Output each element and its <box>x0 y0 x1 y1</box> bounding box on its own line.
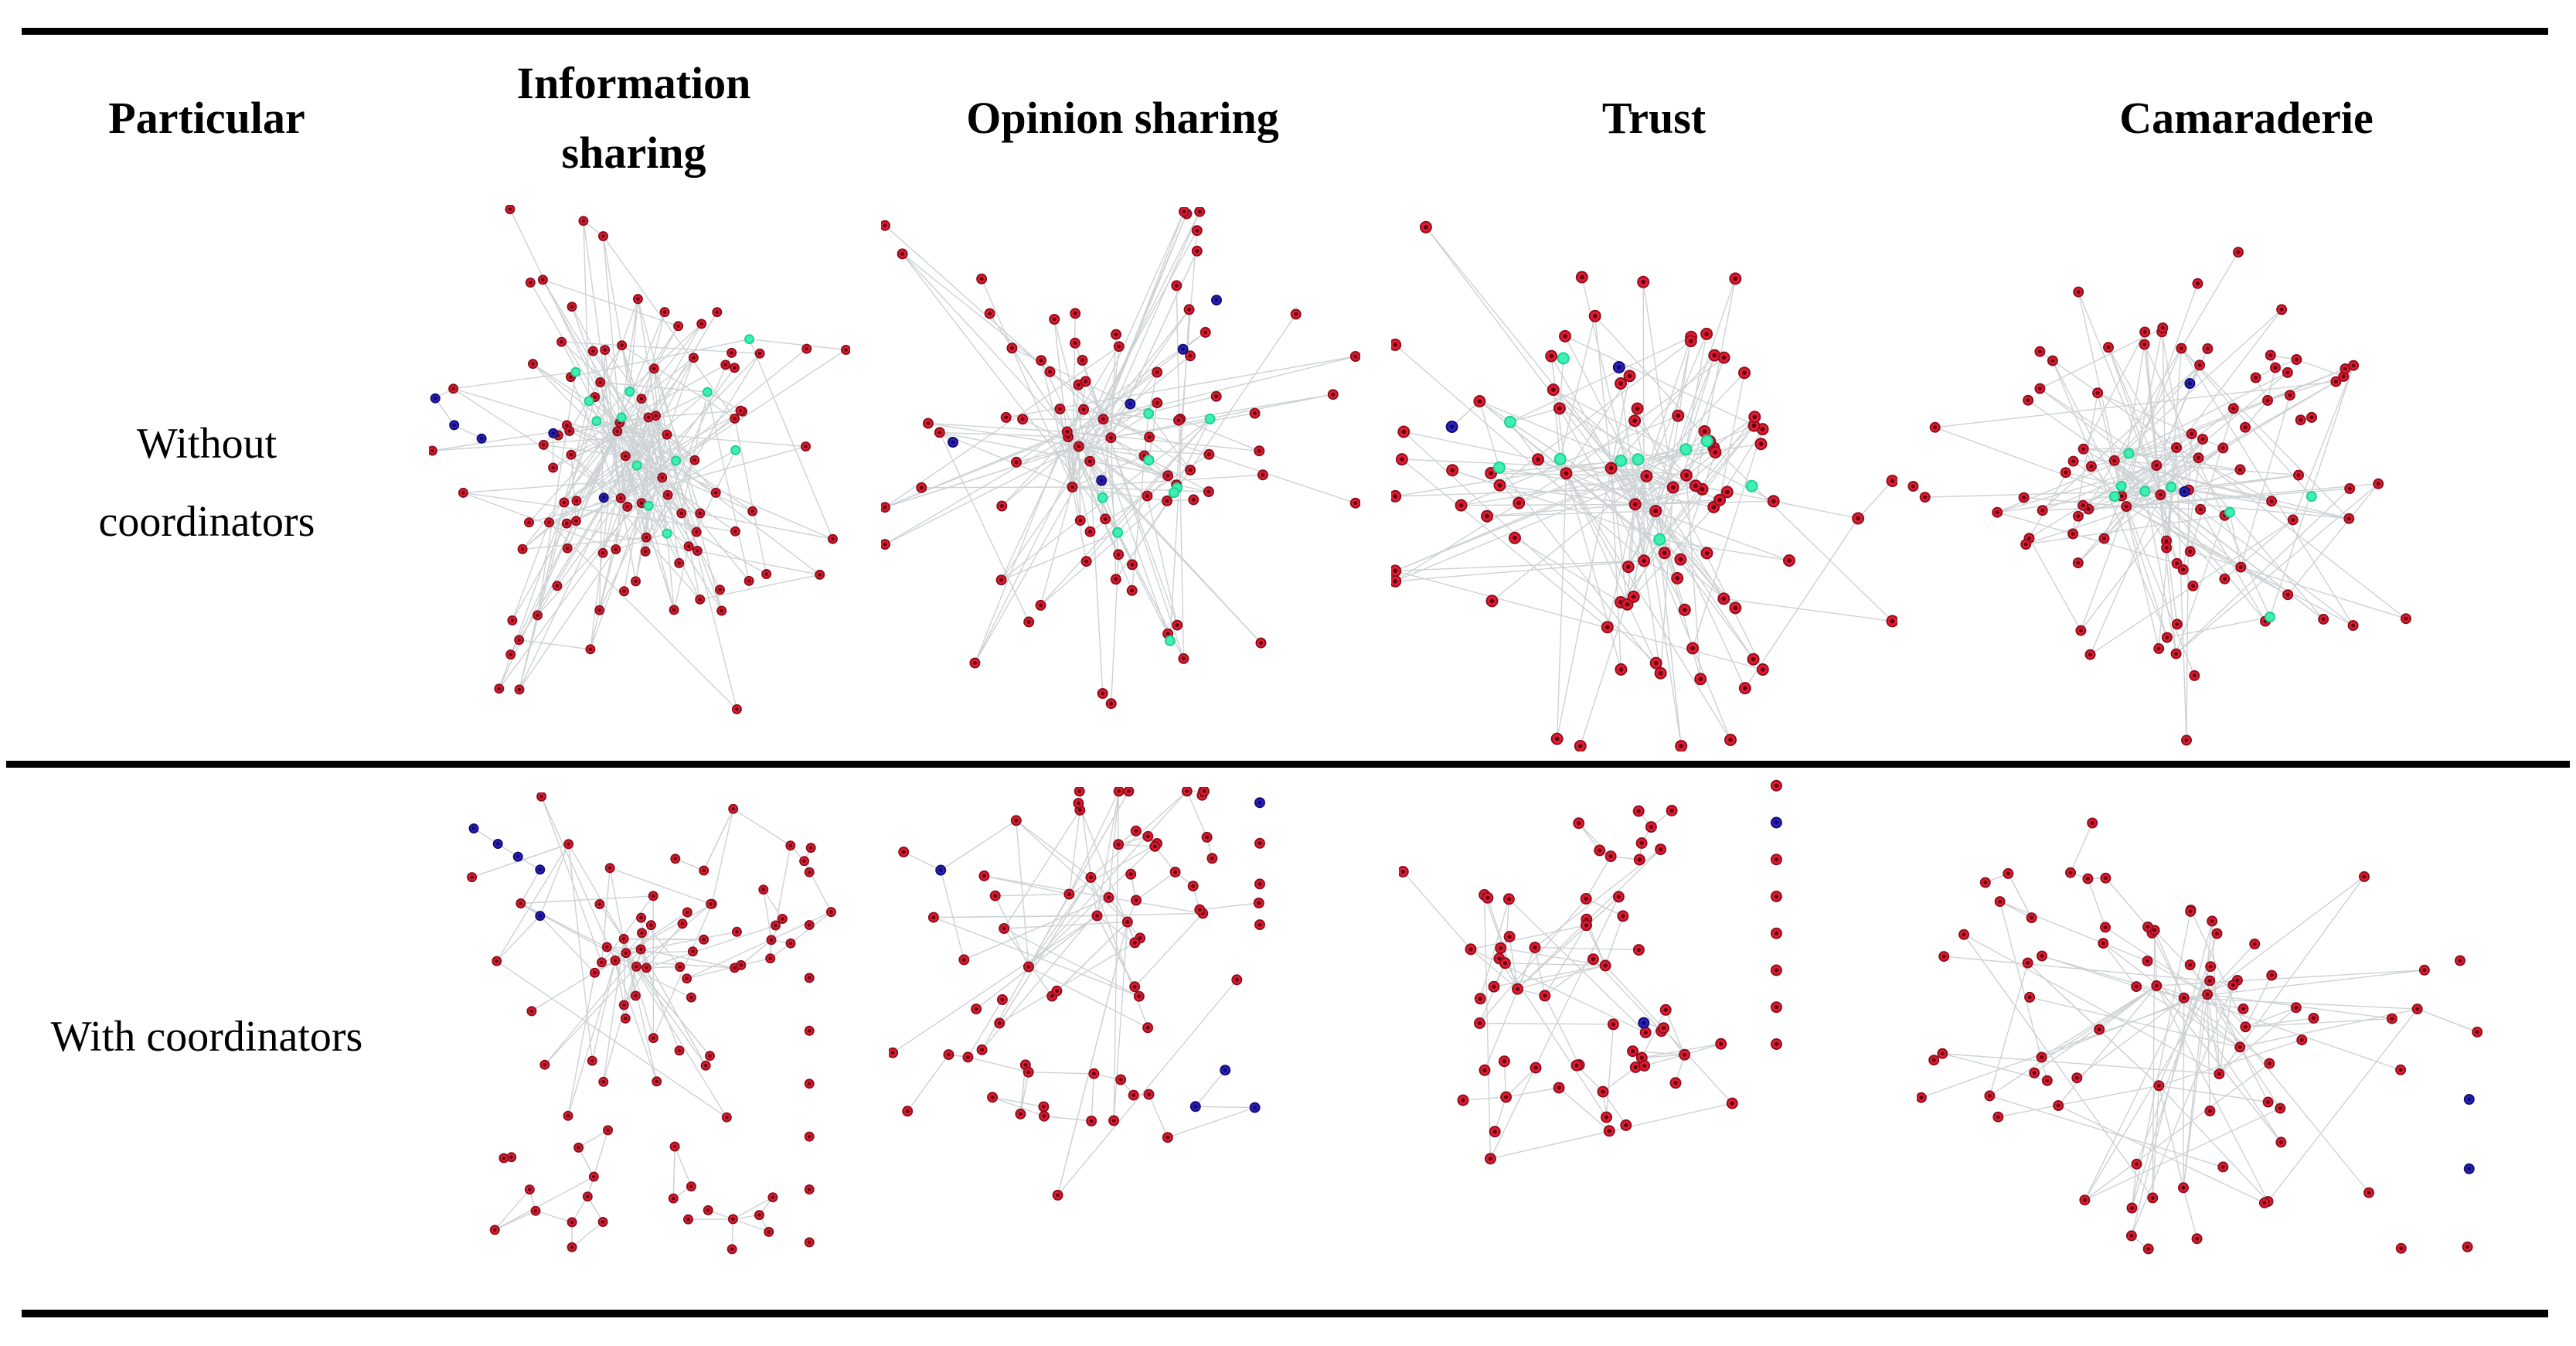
sociogram-information-sharing-with-coordinators <box>467 792 836 1255</box>
sociogram-camaraderie-without-coordinators <box>1907 247 2411 746</box>
table-middle-rule <box>6 761 2570 768</box>
sociogram-opinion-sharing-with-coordinators <box>889 787 1265 1201</box>
table-grid: Particular Information sharing Opinion s… <box>0 35 2576 1310</box>
row-label-without-coordinators: Without coordinators <box>98 419 315 546</box>
column-header-trust: Trust <box>1601 92 1707 143</box>
column-header-particular: Particular <box>108 92 305 143</box>
column-header-information-sharing: Information sharing <box>516 57 751 178</box>
sociogram-opinion-sharing-without-coordinators <box>881 207 1360 710</box>
column-header-camaraderie: Camaraderie <box>2119 92 2374 143</box>
table-bottom-rule <box>22 1310 2548 1317</box>
sociogram-trust-with-coordinators <box>1399 779 1782 1165</box>
table-top-rule <box>22 28 2548 35</box>
sociogram-camaraderie-with-coordinators <box>1917 817 2483 1255</box>
sociogram-information-sharing-without-coordinators <box>429 205 850 714</box>
sociogram-trust-without-coordinators <box>1391 220 1897 751</box>
column-header-opinion-sharing: Opinion sharing <box>966 92 1279 143</box>
row-label-with-coordinators: With coordinators <box>50 1013 363 1061</box>
